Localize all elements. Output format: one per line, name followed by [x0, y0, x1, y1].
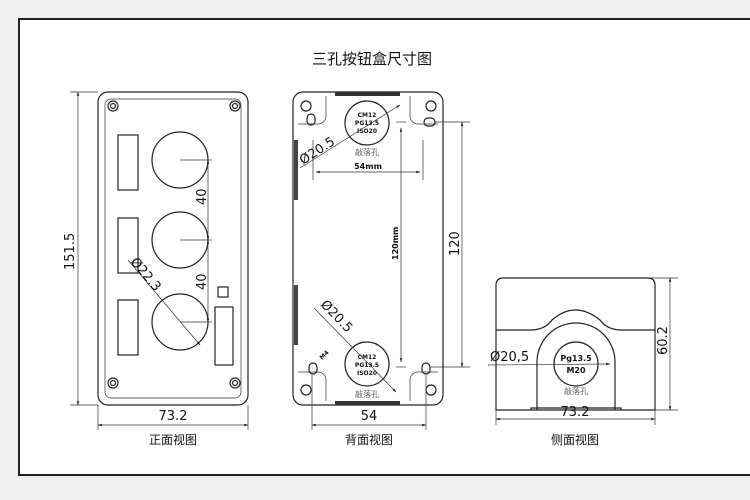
svg-text:40: 40: [195, 188, 210, 205]
side-view: Pg13.5 M20 敲落孔 Ø20,5 60.2 73.2 侧面视图: [487, 277, 678, 447]
svg-text:M20: M20: [566, 366, 586, 375]
svg-text:CM12: CM12: [358, 112, 377, 119]
svg-text:Ø22.3: Ø22.3: [127, 255, 164, 295]
corner-screws: [107, 100, 241, 389]
side-view-caption: 侧面视图: [551, 432, 599, 447]
svg-text:敲落孔: 敲落孔: [355, 147, 379, 157]
svg-text:CM12: CM12: [358, 354, 377, 361]
svg-text:54: 54: [361, 409, 378, 424]
svg-text:Pg13.5: Pg13.5: [560, 354, 592, 363]
svg-text:敲落孔: 敲落孔: [564, 386, 588, 396]
svg-text:120mm: 120mm: [391, 227, 400, 260]
back-view-caption: 背面视图: [345, 432, 393, 447]
svg-text:ISO20: ISO20: [357, 370, 377, 377]
svg-text:PG13.5: PG13.5: [355, 362, 379, 369]
svg-text:ISO20: ISO20: [357, 128, 377, 135]
svg-text:Ø20,5: Ø20,5: [490, 350, 529, 365]
knockout-hole-bottom: [344, 341, 390, 387]
svg-text:敲落孔: 敲落孔: [355, 389, 379, 399]
svg-text:73.2: 73.2: [561, 405, 590, 420]
back-view: CM12 PG13.5 ISO20 CM12 PG13.5 ISO20 敲落孔 …: [292, 91, 470, 447]
svg-text:54mm: 54mm: [354, 162, 382, 171]
svg-text:M4: M4: [318, 349, 330, 361]
svg-text:120: 120: [448, 231, 463, 256]
svg-text:151.5: 151.5: [63, 233, 78, 270]
svg-text:PG13.5: PG13.5: [355, 120, 379, 127]
svg-text:60.2: 60.2: [656, 326, 671, 355]
knockout-hole-top: [344, 100, 390, 146]
front-view: 40 40 Ø22.3 151.5 73.2 正面视图: [63, 91, 249, 447]
front-view-caption: 正面视图: [149, 432, 197, 447]
svg-text:73.2: 73.2: [159, 409, 188, 424]
drawing-title: 三孔按钮盒尺寸图: [312, 50, 432, 68]
svg-text:40: 40: [195, 273, 210, 290]
svg-text:Ø20.5: Ø20.5: [297, 134, 338, 168]
